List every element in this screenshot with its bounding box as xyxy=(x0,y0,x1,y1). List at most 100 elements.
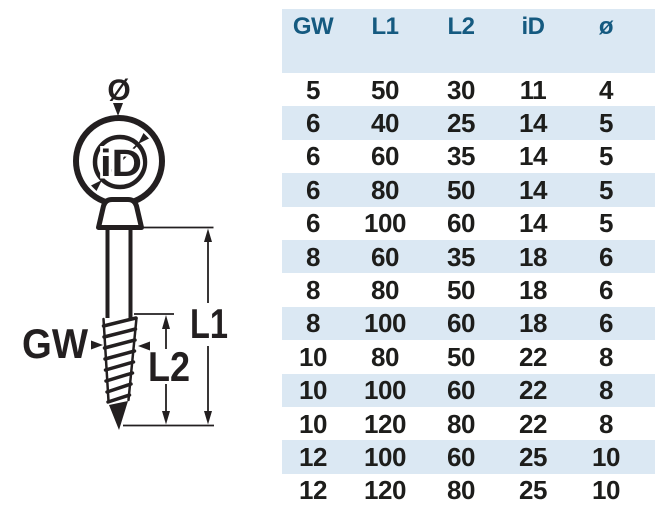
table-row: 12 100 60 25 10 xyxy=(282,440,655,474)
thread-crest xyxy=(101,316,138,328)
column-header-ø: ø xyxy=(598,13,614,40)
table-cell: 100 xyxy=(364,441,406,472)
table-cell: 5 xyxy=(599,141,613,172)
l2-arrow-up-icon xyxy=(162,315,170,329)
table-cell: 8 xyxy=(306,241,320,272)
table-cell: 80 xyxy=(371,341,399,372)
table-cell: 5 xyxy=(599,208,613,239)
table-cell: 100 xyxy=(364,375,406,406)
table-cell: 18 xyxy=(519,308,547,339)
table-cell: 25 xyxy=(519,475,547,506)
thread-crest xyxy=(102,338,137,350)
total-length-label: L1 xyxy=(190,300,228,347)
column-header-l2: L2 xyxy=(447,13,475,40)
table-cell: 80 xyxy=(371,174,399,205)
thread-crest xyxy=(103,349,137,361)
gw-arrow-right-icon xyxy=(138,341,150,351)
table-cell: 6 xyxy=(599,308,613,339)
diameter-pointer-arrow-icon xyxy=(113,103,123,116)
l1-dimension: L1 xyxy=(190,228,228,425)
table-cell: 60 xyxy=(447,208,475,239)
table-cell: 120 xyxy=(364,408,406,439)
l1-arrow-down-icon xyxy=(204,411,212,425)
table-cell: 50 xyxy=(447,174,475,205)
table-cell: 80 xyxy=(447,408,475,439)
thread-crest xyxy=(103,360,136,372)
table-cell: 100 xyxy=(364,208,406,239)
table-cell: 80 xyxy=(447,475,475,506)
table-cell: 30 xyxy=(447,74,475,105)
table-cell: 40 xyxy=(371,108,399,139)
thread-length-label: L2 xyxy=(148,343,190,390)
table-cell: 60 xyxy=(447,308,475,339)
table-cell: 12 xyxy=(299,475,327,506)
thread-crest xyxy=(104,371,135,383)
collar xyxy=(96,197,144,230)
table-cell: 14 xyxy=(519,141,547,172)
table-cell: 6 xyxy=(599,275,613,306)
l2-arrow-down-icon xyxy=(162,411,170,425)
table-cell: 8 xyxy=(306,308,320,339)
inner-diameter-arrow-upper-icon xyxy=(138,133,149,144)
technical-drawing: Ø iD xyxy=(0,0,282,516)
thread xyxy=(101,316,138,430)
thread-crest xyxy=(102,327,138,339)
column-header-gw: GW xyxy=(292,13,334,40)
table-row: 10 120 80 22 8 xyxy=(282,407,655,440)
table-cell: 10 xyxy=(299,408,327,439)
table-cell: 8 xyxy=(599,408,613,439)
table-row: 12 120 80 25 10 xyxy=(282,474,655,507)
table-cell: 22 xyxy=(519,408,547,439)
table-row: 5 50 30 11 4 xyxy=(282,73,655,106)
eye-screw-diagram: Ø iD xyxy=(22,74,228,430)
inner-diameter-label: iD xyxy=(100,143,142,185)
table-cell: 12 xyxy=(299,441,327,472)
table-cell: 22 xyxy=(519,341,547,372)
gw-arrow-left-icon xyxy=(91,340,103,350)
table-cell: 8 xyxy=(599,341,613,372)
table-cell: 25 xyxy=(519,441,547,472)
table-cell: 10 xyxy=(592,441,620,472)
table-cell: 11 xyxy=(519,74,547,105)
inner-diameter-arrow-lower-icon xyxy=(91,180,102,191)
table-cell: 35 xyxy=(447,141,475,172)
table-cell: 50 xyxy=(371,74,399,105)
table-cell: 4 xyxy=(599,74,613,105)
table-cell: 6 xyxy=(306,108,320,139)
table-cell: 18 xyxy=(519,241,547,272)
table-cell: 22 xyxy=(519,375,547,406)
l2-dimension: L2 xyxy=(148,315,190,425)
screw-tip xyxy=(109,401,128,430)
table-cell: 10 xyxy=(592,475,620,506)
thread-crest xyxy=(106,393,132,404)
table-cell: 6 xyxy=(306,174,320,205)
table-cell: 5 xyxy=(306,74,320,105)
table-cell: 35 xyxy=(447,241,475,272)
table-cell: 8 xyxy=(306,275,320,306)
table-cell: 60 xyxy=(447,441,475,472)
table-cell: 60 xyxy=(371,141,399,172)
table-row: 6 60 35 14 5 xyxy=(282,140,655,173)
table-cell: 120 xyxy=(364,475,406,506)
l1-arrow-up-icon xyxy=(204,228,212,242)
table-cell: 10 xyxy=(299,341,327,372)
table-cell: 6 xyxy=(306,141,320,172)
column-header-l1: L1 xyxy=(371,13,399,40)
table-cell: 5 xyxy=(599,174,613,205)
table-cell: 6 xyxy=(306,208,320,239)
table-cell: 5 xyxy=(599,108,613,139)
inner-diameter-dim-line xyxy=(102,144,138,180)
table-cell: 10 xyxy=(299,375,327,406)
table-cell: 18 xyxy=(519,275,547,306)
